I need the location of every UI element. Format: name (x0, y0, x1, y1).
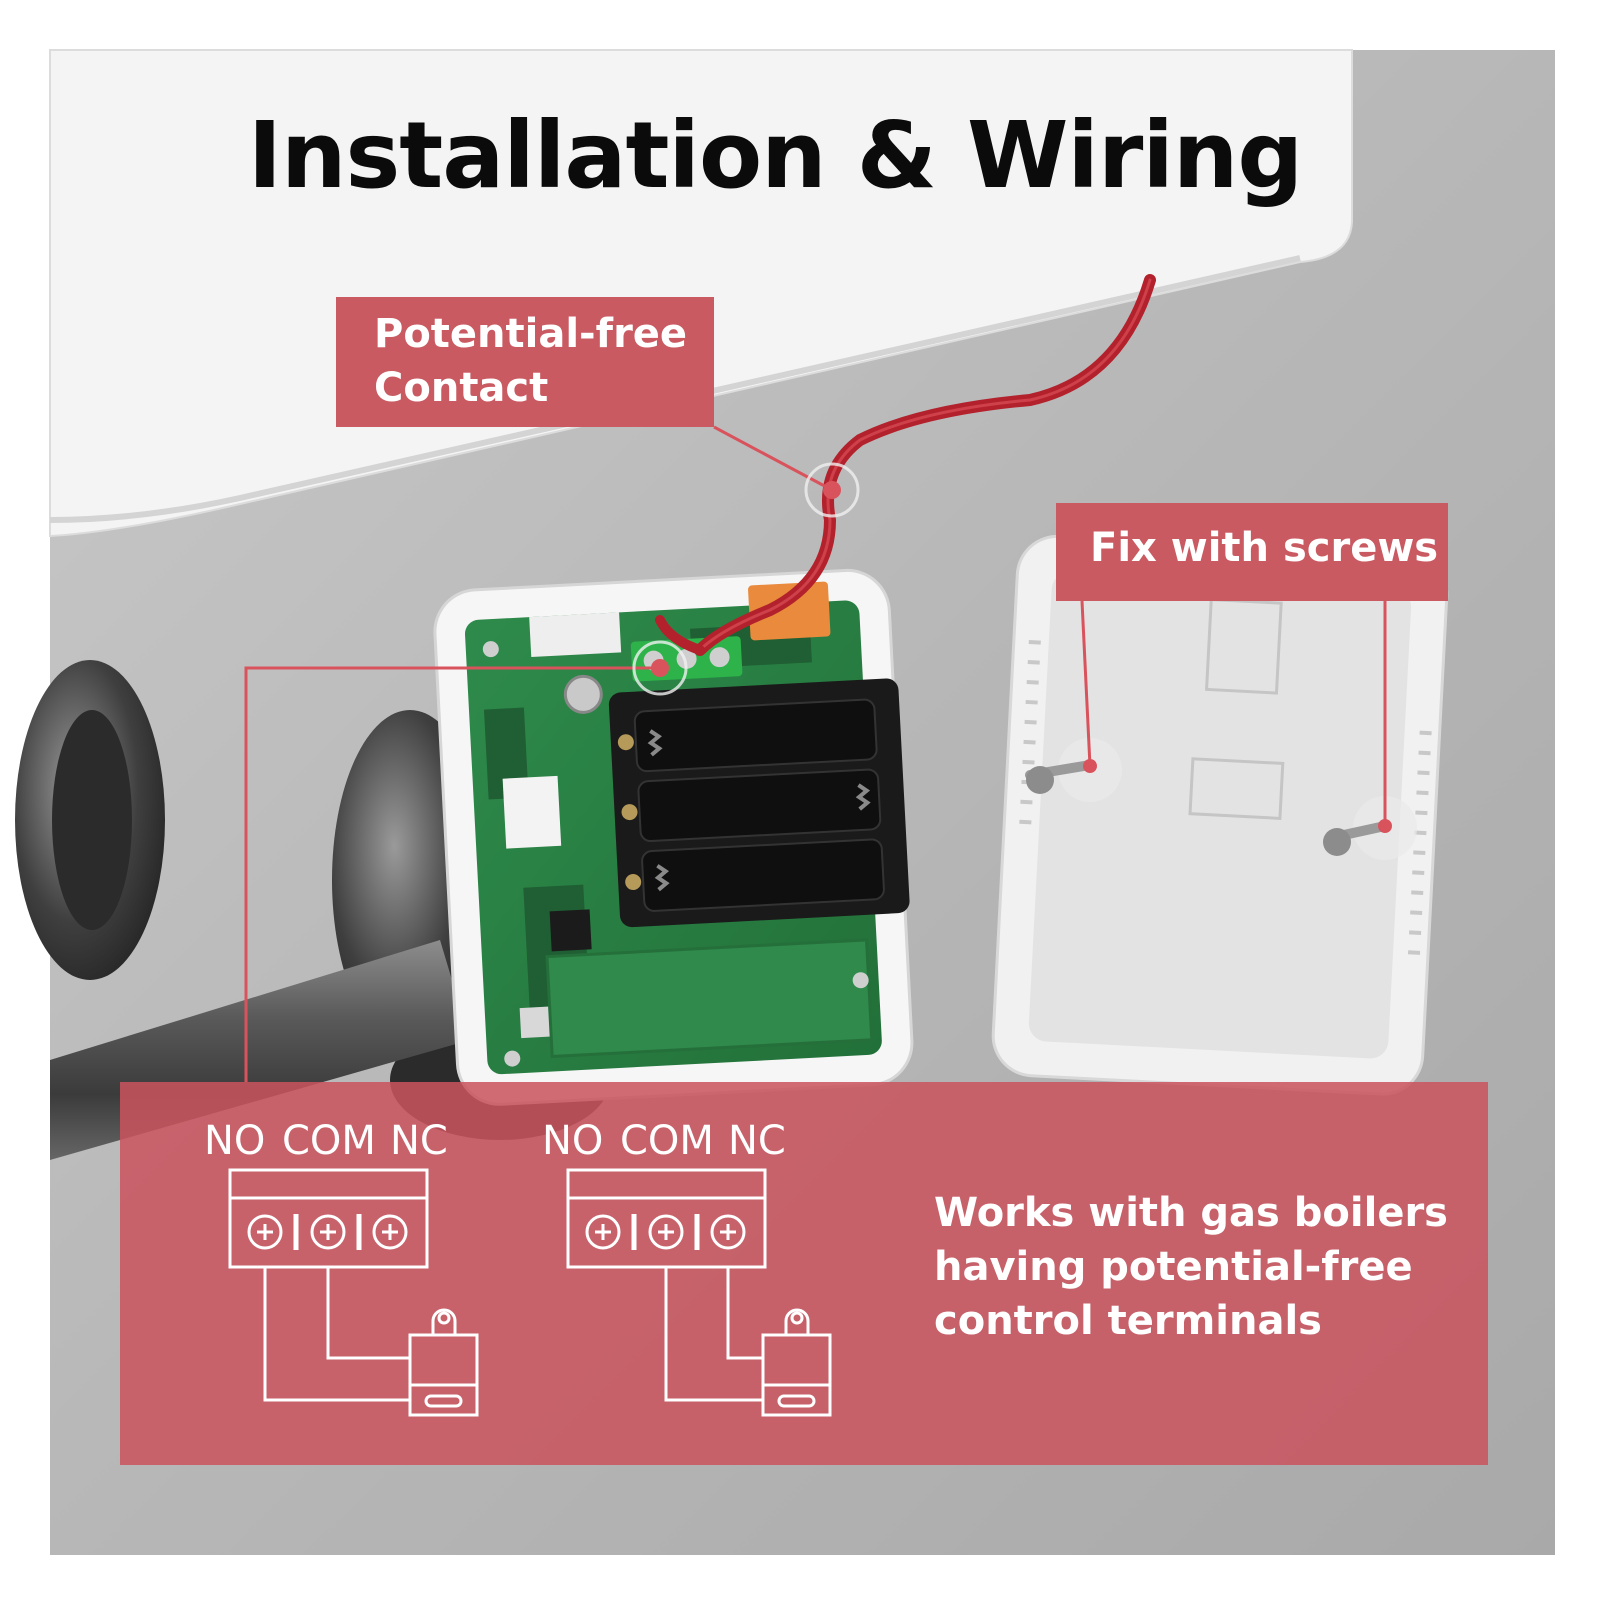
terminal-label-nc-left: NC (390, 1118, 448, 1164)
callout-contact-line-2: Contact (374, 365, 549, 411)
callout-contact-line-1: Potential-free (374, 311, 688, 357)
terminal-label-nc-right: NC (728, 1118, 786, 1164)
callout-potential-free-contact: Potential-free Contact (336, 297, 714, 427)
terminal-label-no-right: NO (542, 1118, 604, 1164)
callout-screws-label: Fix with screws (1090, 525, 1439, 571)
terminal-marker (632, 640, 688, 696)
thermostat-pcb (433, 568, 914, 1106)
back-plate (991, 534, 1449, 1096)
page-title: Installation & Wiring (247, 102, 1303, 209)
wire-marker (804, 462, 860, 518)
callout-leaders (244, 425, 1387, 1082)
compatibility-text: Works with gas boilers having potential-… (934, 1186, 1454, 1348)
screw-icon-2 (1323, 796, 1417, 860)
terminal-label-com-right: COM (620, 1118, 714, 1164)
terminal-label-com-left: COM (282, 1118, 376, 1164)
terminal-label-no-left: NO (204, 1118, 266, 1164)
compatibility-line-3: control terminals (934, 1298, 1322, 1344)
callout-fix-with-screws: Fix with screws (1056, 503, 1448, 601)
compatibility-line-2: having potential-free (934, 1244, 1413, 1290)
screw-icon (1025, 738, 1122, 802)
compatibility-line-1: Works with gas boilers (934, 1190, 1448, 1236)
